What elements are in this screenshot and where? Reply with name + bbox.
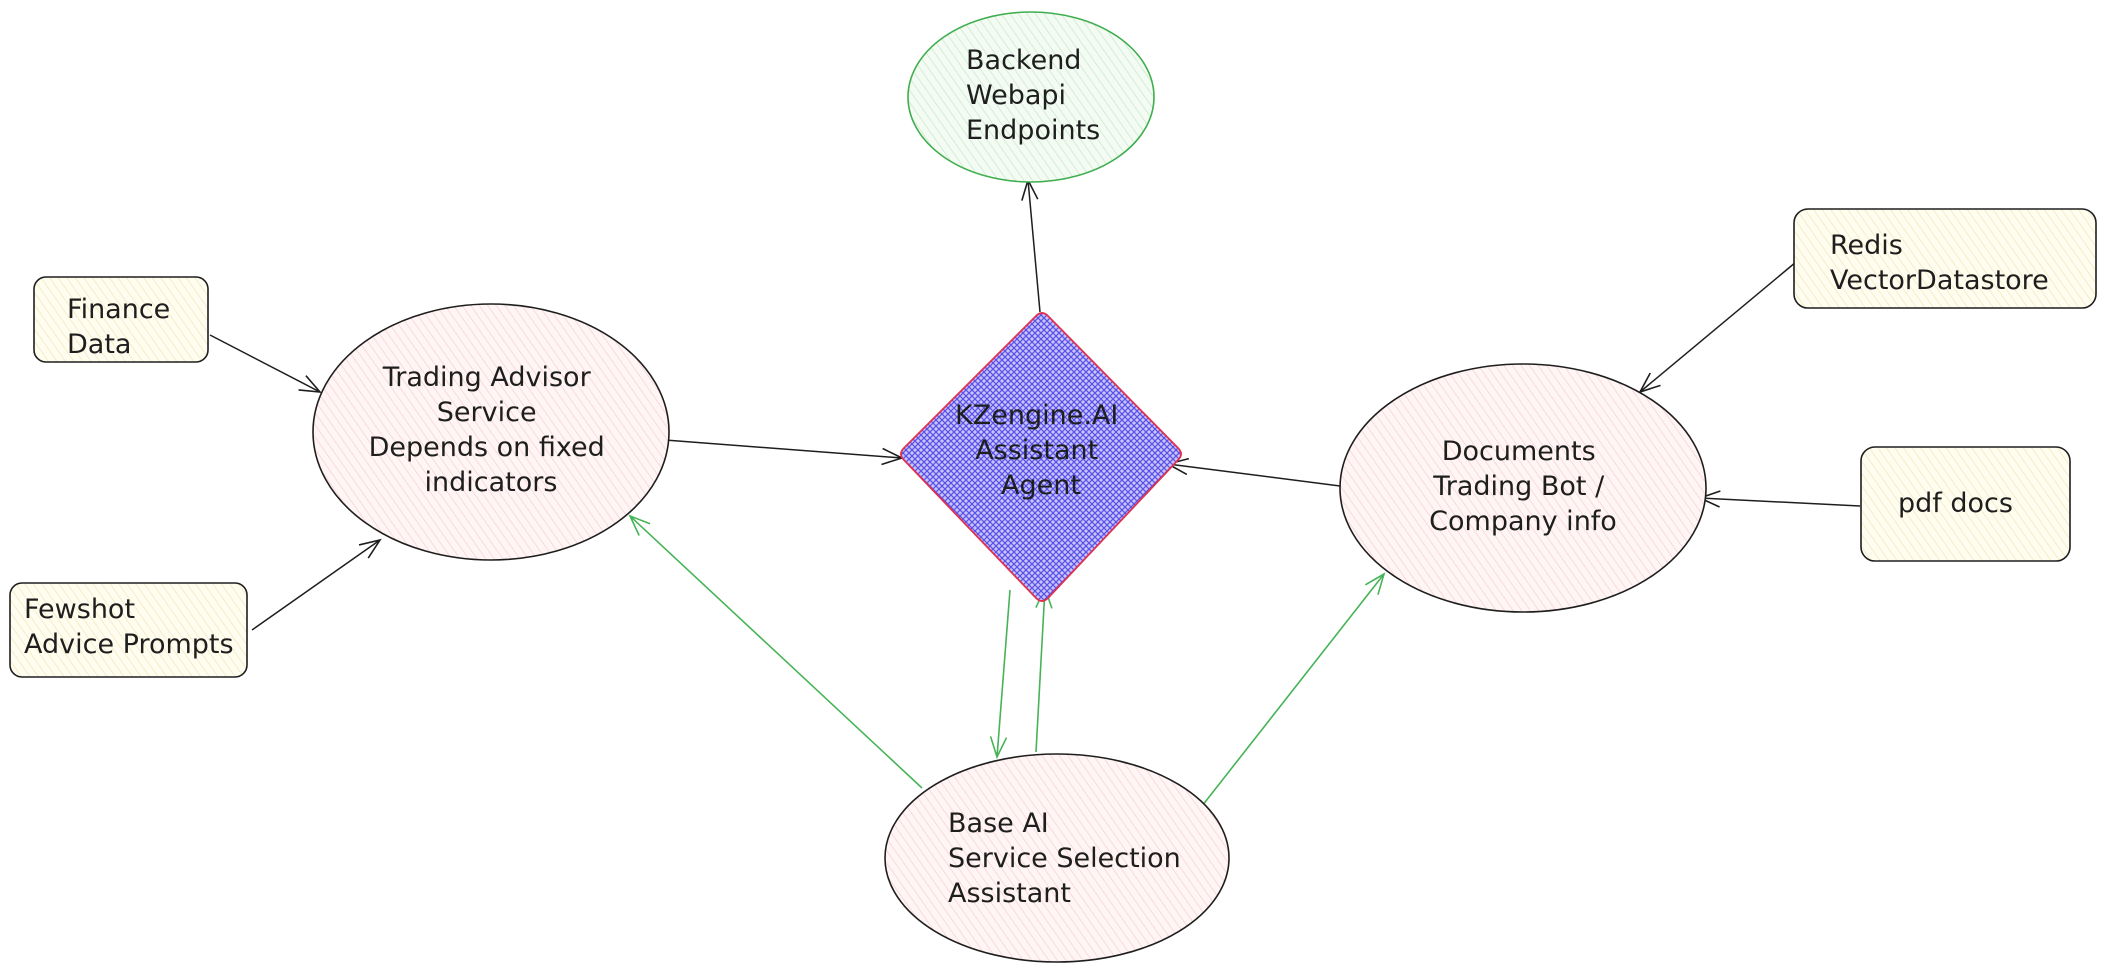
documents-label: Documents Trading Bot / Company info <box>1429 436 1617 537</box>
arrow-base-to-documents <box>1201 572 1386 807</box>
arrow-fewshot-to-trading <box>251 538 382 631</box>
trading-label: Trading Advisor Service Depends on fixed… <box>369 362 614 498</box>
fewshot-label: Fewshot Advice Prompts <box>24 594 234 660</box>
arrow-redis-to-documents <box>1638 261 1797 394</box>
node-documents[interactable]: Documents Trading Bot / Company info <box>1339 363 1707 613</box>
arrow-base-to-agent <box>1035 585 1053 753</box>
arrow-agent-to-base <box>989 589 1011 760</box>
node-pdf-docs[interactable]: pdf docs <box>1860 446 2071 562</box>
node-assistant-agent[interactable]: KZengine.AI Assistant Agent <box>900 312 1182 602</box>
arrow-agent-to-backend <box>1021 177 1041 313</box>
backend-label: Backend Webapi Endpoints <box>966 45 1100 146</box>
node-base-ai[interactable]: Base AI Service Selection Assistant <box>884 753 1230 963</box>
arrow-finance-to-trading <box>209 334 322 393</box>
base-label: Base AI Service Selection Assistant <box>948 808 1189 909</box>
connectors <box>209 177 1861 807</box>
finance-label: Finance Data <box>67 294 179 360</box>
arrow-pdf-to-documents <box>1697 490 1861 508</box>
arrow-documents-to-agent <box>1165 457 1341 487</box>
agent-label: KZengine.AI Assistant Agent <box>955 400 1127 501</box>
node-redis-datastore[interactable]: Redis VectorDatastore <box>1793 208 2097 309</box>
arrow-base-to-trading <box>628 514 923 789</box>
node-finance-data[interactable]: Finance Data <box>33 276 209 363</box>
node-fewshot-prompts[interactable]: Fewshot Advice Prompts <box>9 582 248 678</box>
node-backend-endpoints[interactable]: Backend Webapi Endpoints <box>907 11 1155 183</box>
pdf-label: pdf docs <box>1898 488 2013 519</box>
node-trading-advisor[interactable]: Trading Advisor Service Depends on fixed… <box>312 303 670 561</box>
arrow-trading-to-agent <box>664 439 905 466</box>
redis-label: Redis VectorDatastore <box>1830 230 2049 296</box>
